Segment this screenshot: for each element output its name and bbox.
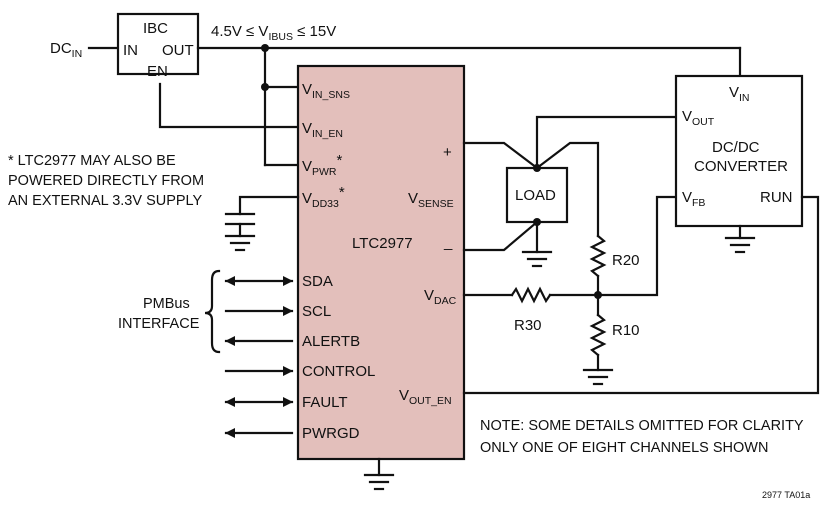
ltc2977-chip [296,64,466,461]
converter-title-line-2: CONVERTER [694,158,788,175]
pin-vin-en: VIN_EN [302,120,343,140]
wire-sense-plus [462,141,539,170]
pin-control: CONTROL [302,363,375,380]
r10-label: R10 [612,322,640,339]
converter-pin-vin: VIN [729,84,750,104]
dcdc-converter-block [674,74,804,228]
wire-vout-to-load [535,115,678,170]
resistor-r30 [510,286,552,304]
pin-sense-plus: + [443,144,452,161]
junction-load-bottom [533,218,541,226]
pin-vdd33: VDD33* [302,184,345,210]
pin-pwrgd: PWRGD [302,425,360,442]
figure-id: 2977 TA01a [762,490,810,500]
resistor-r10 [589,313,607,357]
junction-load-top [533,164,541,172]
footnote-line-1: * LTC2977 MAY ALSO BE [8,153,176,169]
r30-label: R30 [514,317,542,334]
pin-alertb: ALERTB [302,333,360,350]
converter-pin-vout: VOUT [682,108,715,128]
r20-label: R20 [612,252,640,269]
pin-scl: SCL [302,303,331,320]
note-line-1: NOTE: SOME DETAILS OMITTED FOR CLARITY [480,418,804,434]
pmbus-label: PMBus [143,296,190,312]
pmbus-interface-label: INTERFACE [118,316,200,332]
pmbus-brace [204,269,221,354]
ground-icon [724,236,756,254]
pin-vpwr: VPWR* [302,152,343,178]
chip-name: LTC2977 [352,235,413,252]
resistor-r20 [589,234,607,278]
ibc-pin-en: EN [147,63,168,80]
pin-sense-minus: _ [443,234,453,251]
ground-icon [582,368,614,386]
note-line-2: ONLY ONE OF EIGHT CHANNELS SHOWN [480,440,768,456]
bus-voltage-label: 4.5V ≤ VIBUS ≤ 15V [211,23,336,43]
converter-pin-run: RUN [760,189,793,206]
ibc-name: IBC [143,20,168,37]
pin-sda: SDA [302,273,333,290]
ground-icon [521,250,553,268]
wire-en [158,82,300,129]
load-label: LOAD [515,187,556,204]
dc-in-label: DCIN [50,40,82,60]
ground-icon [224,234,256,252]
wire-sense-minus [462,220,539,252]
ibc-pin-out: OUT [162,42,194,59]
pin-vout-en: VOUT_EN [399,387,452,407]
wire-load-to-r20 [535,141,600,238]
junction-bus [261,44,269,52]
pin-vsense: VSENSE [408,190,454,210]
wire-run-enable [462,195,820,395]
pin-vdac: VDAC [424,287,457,307]
converter-pin-vfb: VFB [682,189,705,209]
wire-feedback [596,195,678,297]
footnote-line-3: AN EXTERNAL 3.3V SUPPLY [8,193,203,209]
junction-vin-sns [261,83,269,91]
ground-icon [363,473,395,491]
ibc-block [116,12,200,76]
pin-vin-sns: VIN_SNS [302,81,350,101]
pin-fault: FAULT [302,394,348,411]
converter-title-line-1: DC/DC [712,139,760,156]
ibc-pin-in: IN [123,42,138,59]
footnote-line-2: POWERED DIRECTLY FROM [8,173,204,189]
wire-vdd33 [238,195,300,216]
